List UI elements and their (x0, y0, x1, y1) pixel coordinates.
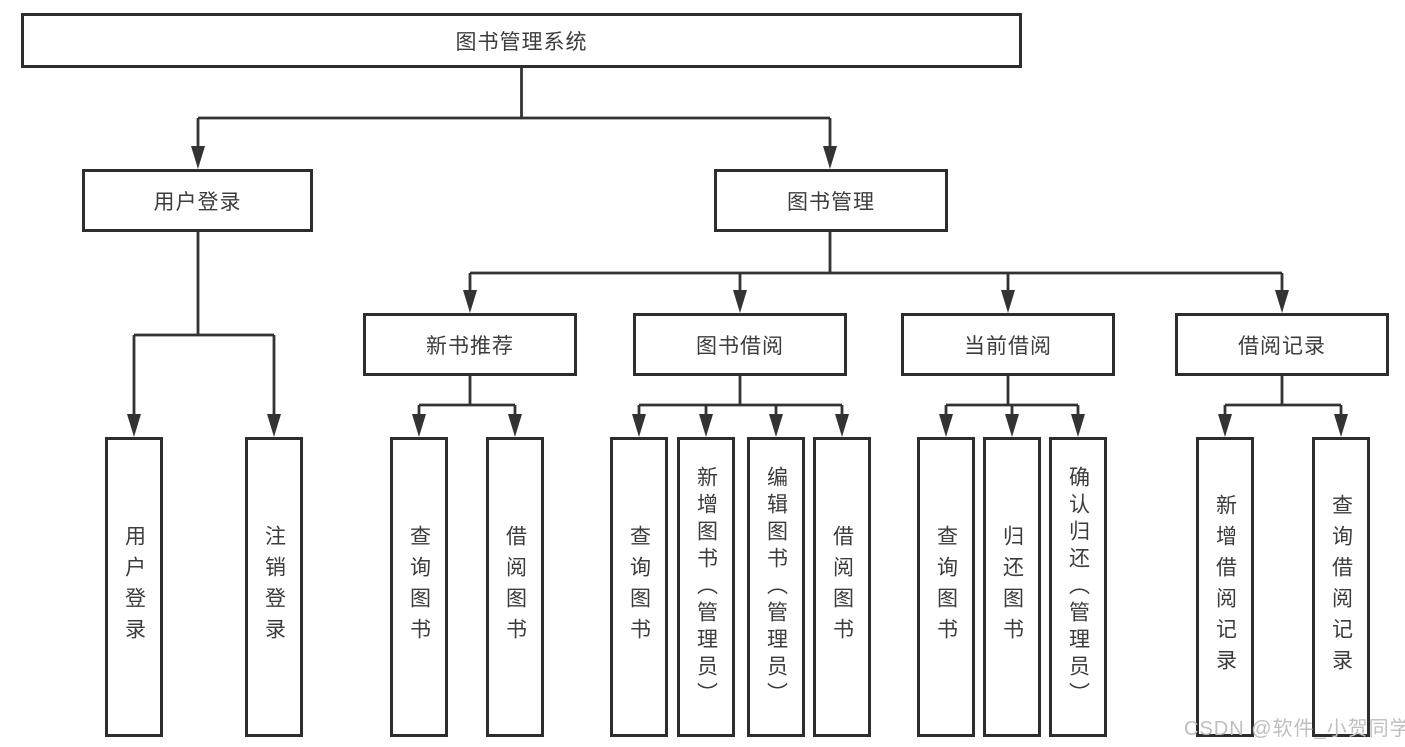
leaf-newbooks-query-books: 查询图书 (390, 437, 448, 737)
leaf-label: 用户登录 (122, 525, 146, 649)
leaf-label: 归还图书 (1000, 525, 1024, 649)
leaf-current-return-books: 归还图书 (983, 437, 1041, 737)
node-new-book-recommend: 新书推荐 (363, 313, 577, 376)
leaf-label: 新增图书（管理员） (694, 465, 718, 709)
node-label: 当前借阅 (964, 334, 1052, 358)
node-label: 图书管理系统 (455, 30, 588, 54)
leaf-borrow-edit-books-admin: 编辑图书（管理员） (747, 437, 805, 737)
watermark: CSDN @软件_小贺同学 (1184, 718, 1405, 740)
node-user-login: 用户登录 (82, 169, 313, 232)
leaf-borrow-query-books: 查询图书 (610, 437, 668, 737)
leaf-records-query-record: 查询借阅记录 (1312, 437, 1370, 737)
leaf-records-add-record: 新增借阅记录 (1196, 437, 1254, 737)
leaf-label: 查询图书 (407, 525, 431, 649)
leaf-current-confirm-return-admin: 确认归还（管理员） (1049, 437, 1107, 737)
leaf-newbooks-borrow-books: 借阅图书 (486, 437, 544, 737)
node-current-borrow: 当前借阅 (901, 313, 1115, 376)
leaf-label: 借阅图书 (830, 525, 854, 649)
leaf-label: 查询借阅记录 (1329, 494, 1353, 680)
node-label: 用户登录 (153, 190, 242, 214)
leaf-logout: 注销登录 (245, 437, 303, 737)
node-borrow-records: 借阅记录 (1175, 313, 1389, 376)
leaf-label: 查询图书 (934, 525, 958, 649)
leaf-label: 编辑图书（管理员） (764, 465, 788, 709)
node-book-management: 图书管理 (714, 169, 948, 232)
node-root: 图书管理系统 (21, 13, 1022, 68)
node-label: 图书借阅 (696, 334, 784, 358)
leaf-user-login: 用户登录 (105, 437, 163, 737)
node-label: 图书管理 (787, 190, 875, 214)
node-label: 新书推荐 (426, 334, 514, 358)
leaf-label: 新增借阅记录 (1213, 494, 1237, 680)
leaf-label: 确认归还（管理员） (1066, 465, 1090, 709)
leaf-borrow-add-books-admin: 新增图书（管理员） (677, 437, 735, 737)
node-label: 借阅记录 (1238, 334, 1326, 358)
leaf-borrow-borrow-books: 借阅图书 (813, 437, 871, 737)
leaf-label: 查询图书 (627, 525, 651, 649)
leaf-label: 注销登录 (262, 525, 286, 649)
leaf-current-query-books: 查询图书 (917, 437, 975, 737)
node-book-borrow: 图书借阅 (633, 313, 847, 376)
leaf-label: 借阅图书 (503, 525, 527, 649)
